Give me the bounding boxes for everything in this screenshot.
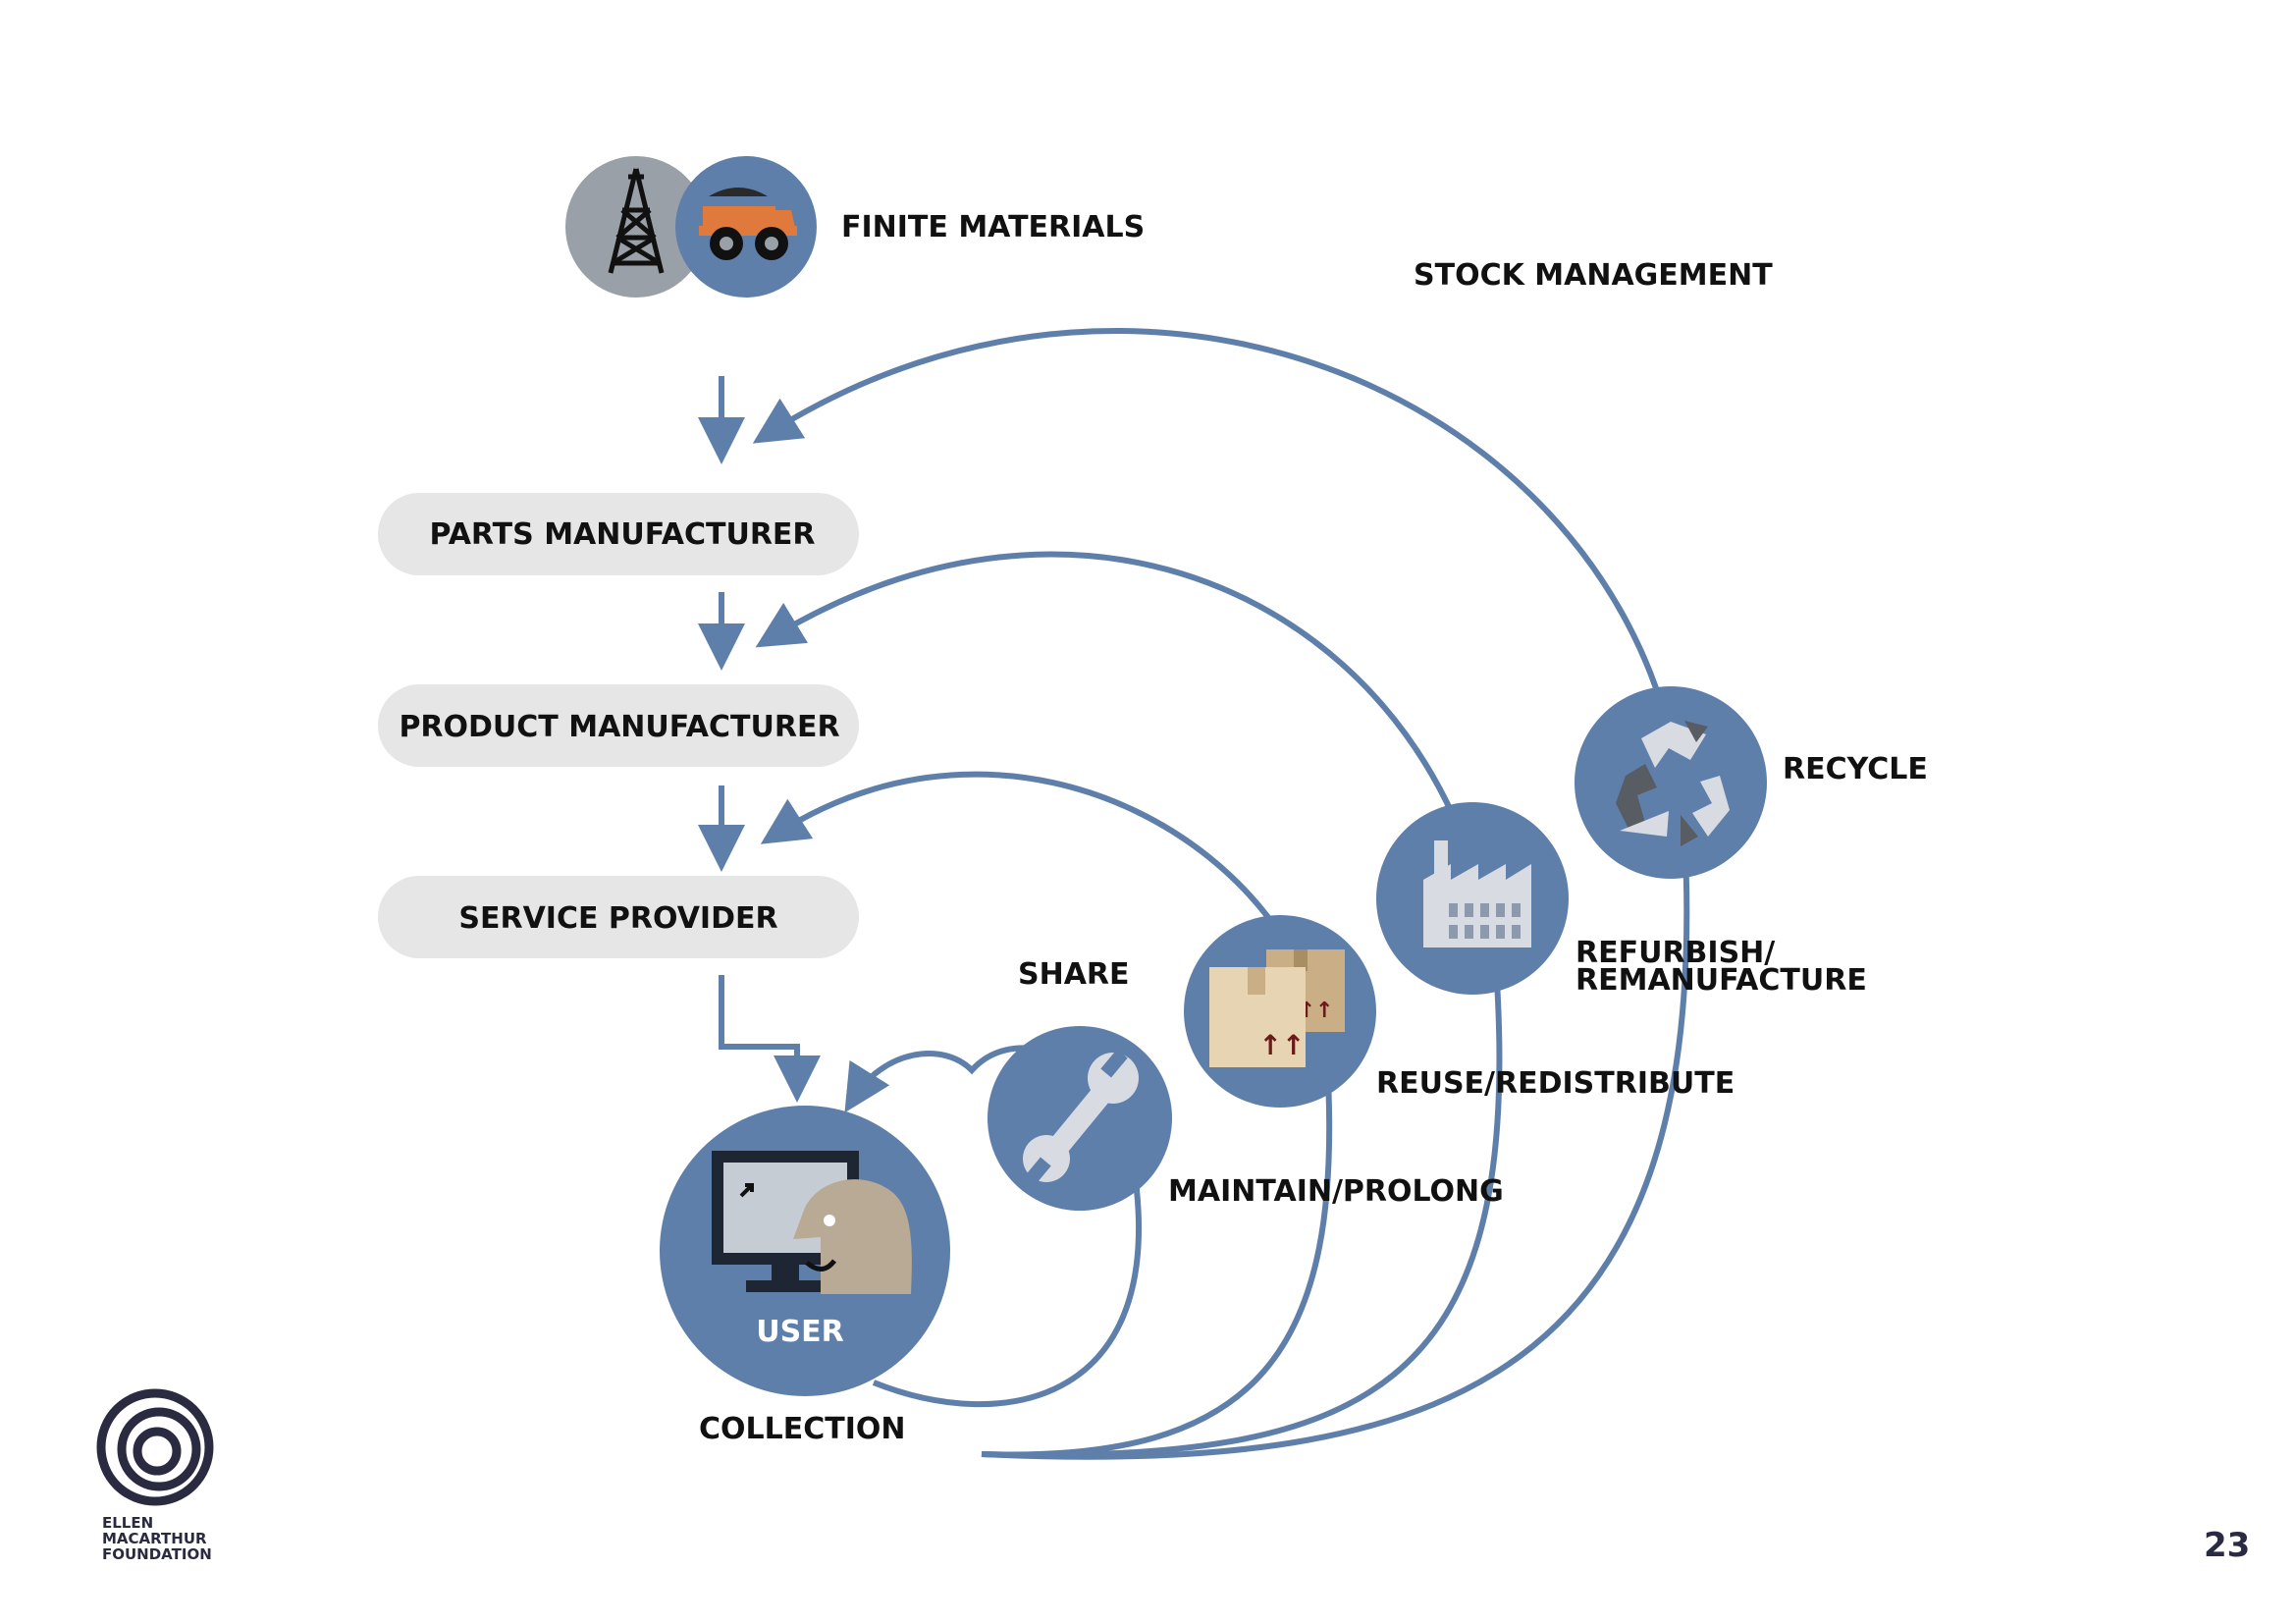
linear-chain: [698, 376, 821, 1103]
svg-text:↑↑: ↑↑: [1259, 1029, 1306, 1061]
factory-icon: [1376, 802, 1569, 995]
collection-label: COLLECTION: [699, 1412, 906, 1446]
reuse-redistribute-label: REUSE/REDISTRIBUTE: [1376, 1066, 1735, 1101]
ellen-macarthur-foundation-logo: ELLEN MACARTHUR FOUNDATION: [96, 1388, 214, 1563]
boxes-icon: ↑↑ ↑↑: [1184, 915, 1376, 1108]
logo-text-line3: FOUNDATION: [102, 1545, 212, 1563]
recycle-label: RECYCLE: [1783, 752, 1928, 786]
product-manufacturer-label: PRODUCT MANUFACTURER: [399, 710, 839, 744]
page-number: 23: [2204, 1526, 2250, 1565]
finite-materials-icons: [565, 156, 817, 298]
logo-text-line1: ELLEN: [102, 1514, 153, 1532]
computer-user-icon: USER: [660, 1106, 950, 1396]
oil-rig-icon: [565, 156, 707, 298]
stock-management-label: STOCK MANAGEMENT: [1414, 258, 1773, 293]
wrench-icon: [988, 1026, 1172, 1211]
arrow-to-user: [719, 975, 821, 1103]
user-label: USER: [756, 1315, 844, 1349]
refurbish-label-line2: REMANUFACTURE: [1575, 963, 1867, 998]
product-manufacturer-box: PRODUCT MANUFACTURER: [378, 684, 859, 767]
logo-text-line2: MACARTHUR: [102, 1530, 207, 1547]
share-label: SHARE: [1018, 957, 1130, 992]
recycle-icon: [1575, 686, 1767, 879]
maintain-prolong-label: MAINTAIN/PROLONG: [1168, 1174, 1504, 1209]
service-provider-label: SERVICE PROVIDER: [458, 901, 777, 936]
dump-truck-icon: [675, 156, 817, 298]
service-provider-box: SERVICE PROVIDER: [378, 876, 859, 958]
parts-manufacturer-label: PARTS MANUFACTURER: [429, 517, 815, 552]
parts-manufacturer-box: PARTS MANUFACTURER: [378, 493, 859, 575]
refurbish-label-line1: REFURBISH/: [1575, 936, 1775, 970]
finite-materials-label: FINITE MATERIALS: [841, 210, 1145, 244]
